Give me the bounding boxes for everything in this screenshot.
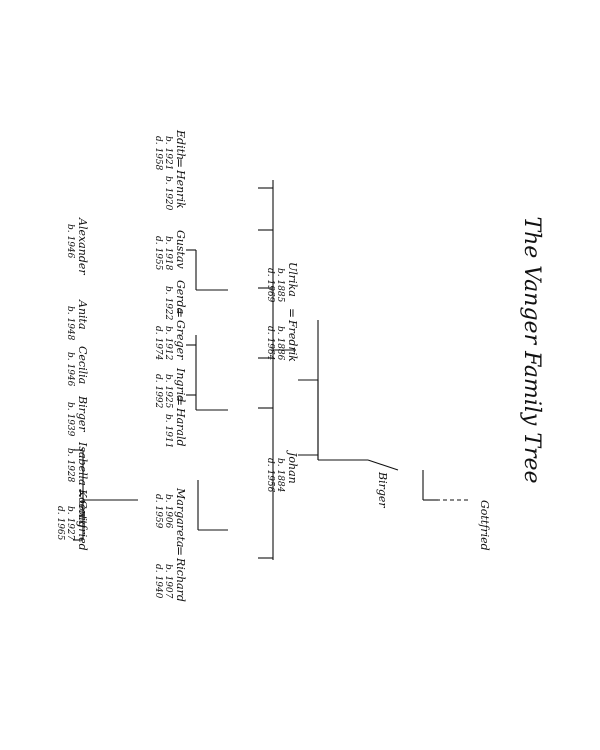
person-date: d. 1940 <box>153 564 164 599</box>
person-name: Cecilia <box>76 346 89 385</box>
person-name: Johan <box>286 452 299 484</box>
person-name: Fredrik <box>286 320 299 362</box>
marriage-symbol: = <box>173 308 187 319</box>
person-date: d. 1965 <box>55 506 66 541</box>
tree-connectors <box>73 180 468 560</box>
person-date: d. 1964 <box>265 326 276 361</box>
person-name: Anita <box>76 300 89 330</box>
marriage-symbol: = <box>173 396 187 407</box>
person-name: Alexander <box>76 218 89 275</box>
person-name: Gustav <box>174 230 187 269</box>
person-date: b. 1920 <box>163 176 174 211</box>
person-date: b. 1885 <box>275 268 286 303</box>
person-date: b. 1948 <box>65 306 76 341</box>
person-name: Henrik <box>174 170 187 209</box>
person-date: b. 1939 <box>65 402 76 437</box>
person-date: b. 1918 <box>163 236 174 271</box>
connector-line <box>367 459 399 471</box>
person-name: Richard <box>174 558 187 602</box>
person-date: b. 1886 <box>275 326 286 361</box>
person-date: d. 1955 <box>153 236 164 271</box>
person-date: b. 1912 <box>163 326 174 361</box>
person-date: d. 1969 <box>265 268 276 303</box>
person-date: b. 1911 <box>163 414 174 449</box>
person-gottfried-sr: Gottfried <box>477 500 491 551</box>
person-date: d. 1974 <box>153 326 164 361</box>
person-date: b. 1884 <box>275 458 286 493</box>
person-name: Margareta <box>174 488 187 548</box>
person-name: Birger <box>76 396 89 432</box>
marriage-symbol: = <box>173 546 187 557</box>
person-date: b. 1928 <box>65 448 76 483</box>
person-name: Isabella Koenig <box>76 442 89 528</box>
person-birger-sr: Birger <box>375 472 389 508</box>
person-date: d. 1959 <box>153 494 164 529</box>
person-date: b. 1907 <box>163 564 174 599</box>
person-name: Harald <box>174 408 187 447</box>
marriage-symbol: = <box>75 488 89 499</box>
person-name: Gottfried <box>478 500 491 551</box>
person-name: Ulrika <box>286 262 299 297</box>
person-date: d. 1992 <box>153 374 164 409</box>
person-date: d. 1958 <box>153 136 164 171</box>
person-date: d. 1956 <box>265 458 276 493</box>
person-name: Greger <box>174 320 187 360</box>
person-date: b. 1946 <box>65 352 76 387</box>
marriage-symbol: = <box>173 158 187 169</box>
person-date: b. 1906 <box>163 494 174 529</box>
person-name: Birger <box>376 472 389 508</box>
marriage-symbol: = <box>285 308 299 319</box>
person-date: b. 1946 <box>65 224 76 259</box>
